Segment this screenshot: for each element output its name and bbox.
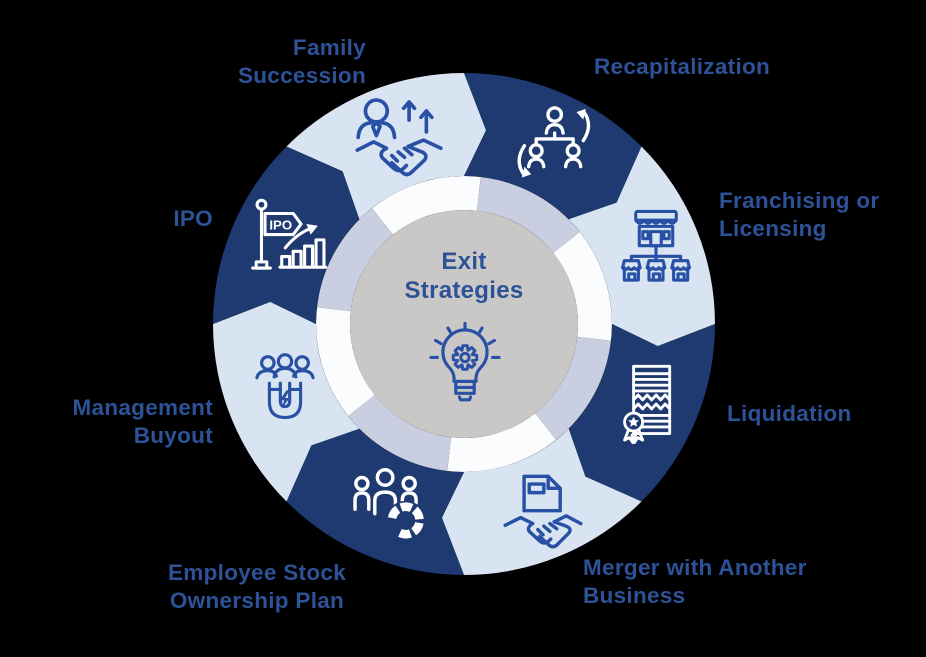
segment-family-succession (286, 73, 487, 220)
inner-ring (316, 176, 612, 472)
segment-merger (441, 428, 642, 575)
label-recapitalization: Recapitalization (594, 54, 771, 79)
label-family-succession: Family Succession (237, 35, 366, 89)
ring-liquidation (535, 336, 611, 440)
label-liquidation: Liquidation (727, 401, 852, 426)
ring-management-buyout (316, 307, 375, 417)
label-merger-with-another-business: Merger with Another Business (583, 555, 807, 609)
ring-esop (348, 395, 452, 471)
ring-franchising-licensing (553, 231, 612, 341)
label-employee-stock-ownership-plan: Employee Stock Ownership Plan (167, 560, 347, 614)
person-handshake-growth-icon (350, 95, 450, 187)
segment-liquidation (568, 324, 715, 502)
lightbulb-gear-icon (419, 315, 511, 411)
document-award-icon (609, 358, 691, 450)
ipo-signpost-chart-icon: IPO (243, 195, 331, 283)
label-franchising-licensing: Franchising or Licensing (719, 188, 880, 242)
ring-recapitalization (476, 177, 580, 253)
ring-merger (447, 413, 557, 472)
segment-recapitalization (464, 72, 642, 220)
ring-ipo (317, 208, 393, 312)
franchise-stores-icon (612, 207, 700, 295)
magnet-people-icon (246, 347, 324, 435)
label-management-buyout: Management Buyout (72, 395, 213, 449)
ipo-flag-text: IPO (269, 217, 292, 232)
contract-handshake-icon (500, 469, 586, 561)
label-ipo: IPO (173, 206, 213, 231)
org-chart-cycle-icon (511, 102, 595, 186)
ring-family-succession (371, 176, 481, 235)
people-pie-chart-icon (346, 462, 438, 548)
center-title: Exit Strategies (404, 248, 524, 305)
